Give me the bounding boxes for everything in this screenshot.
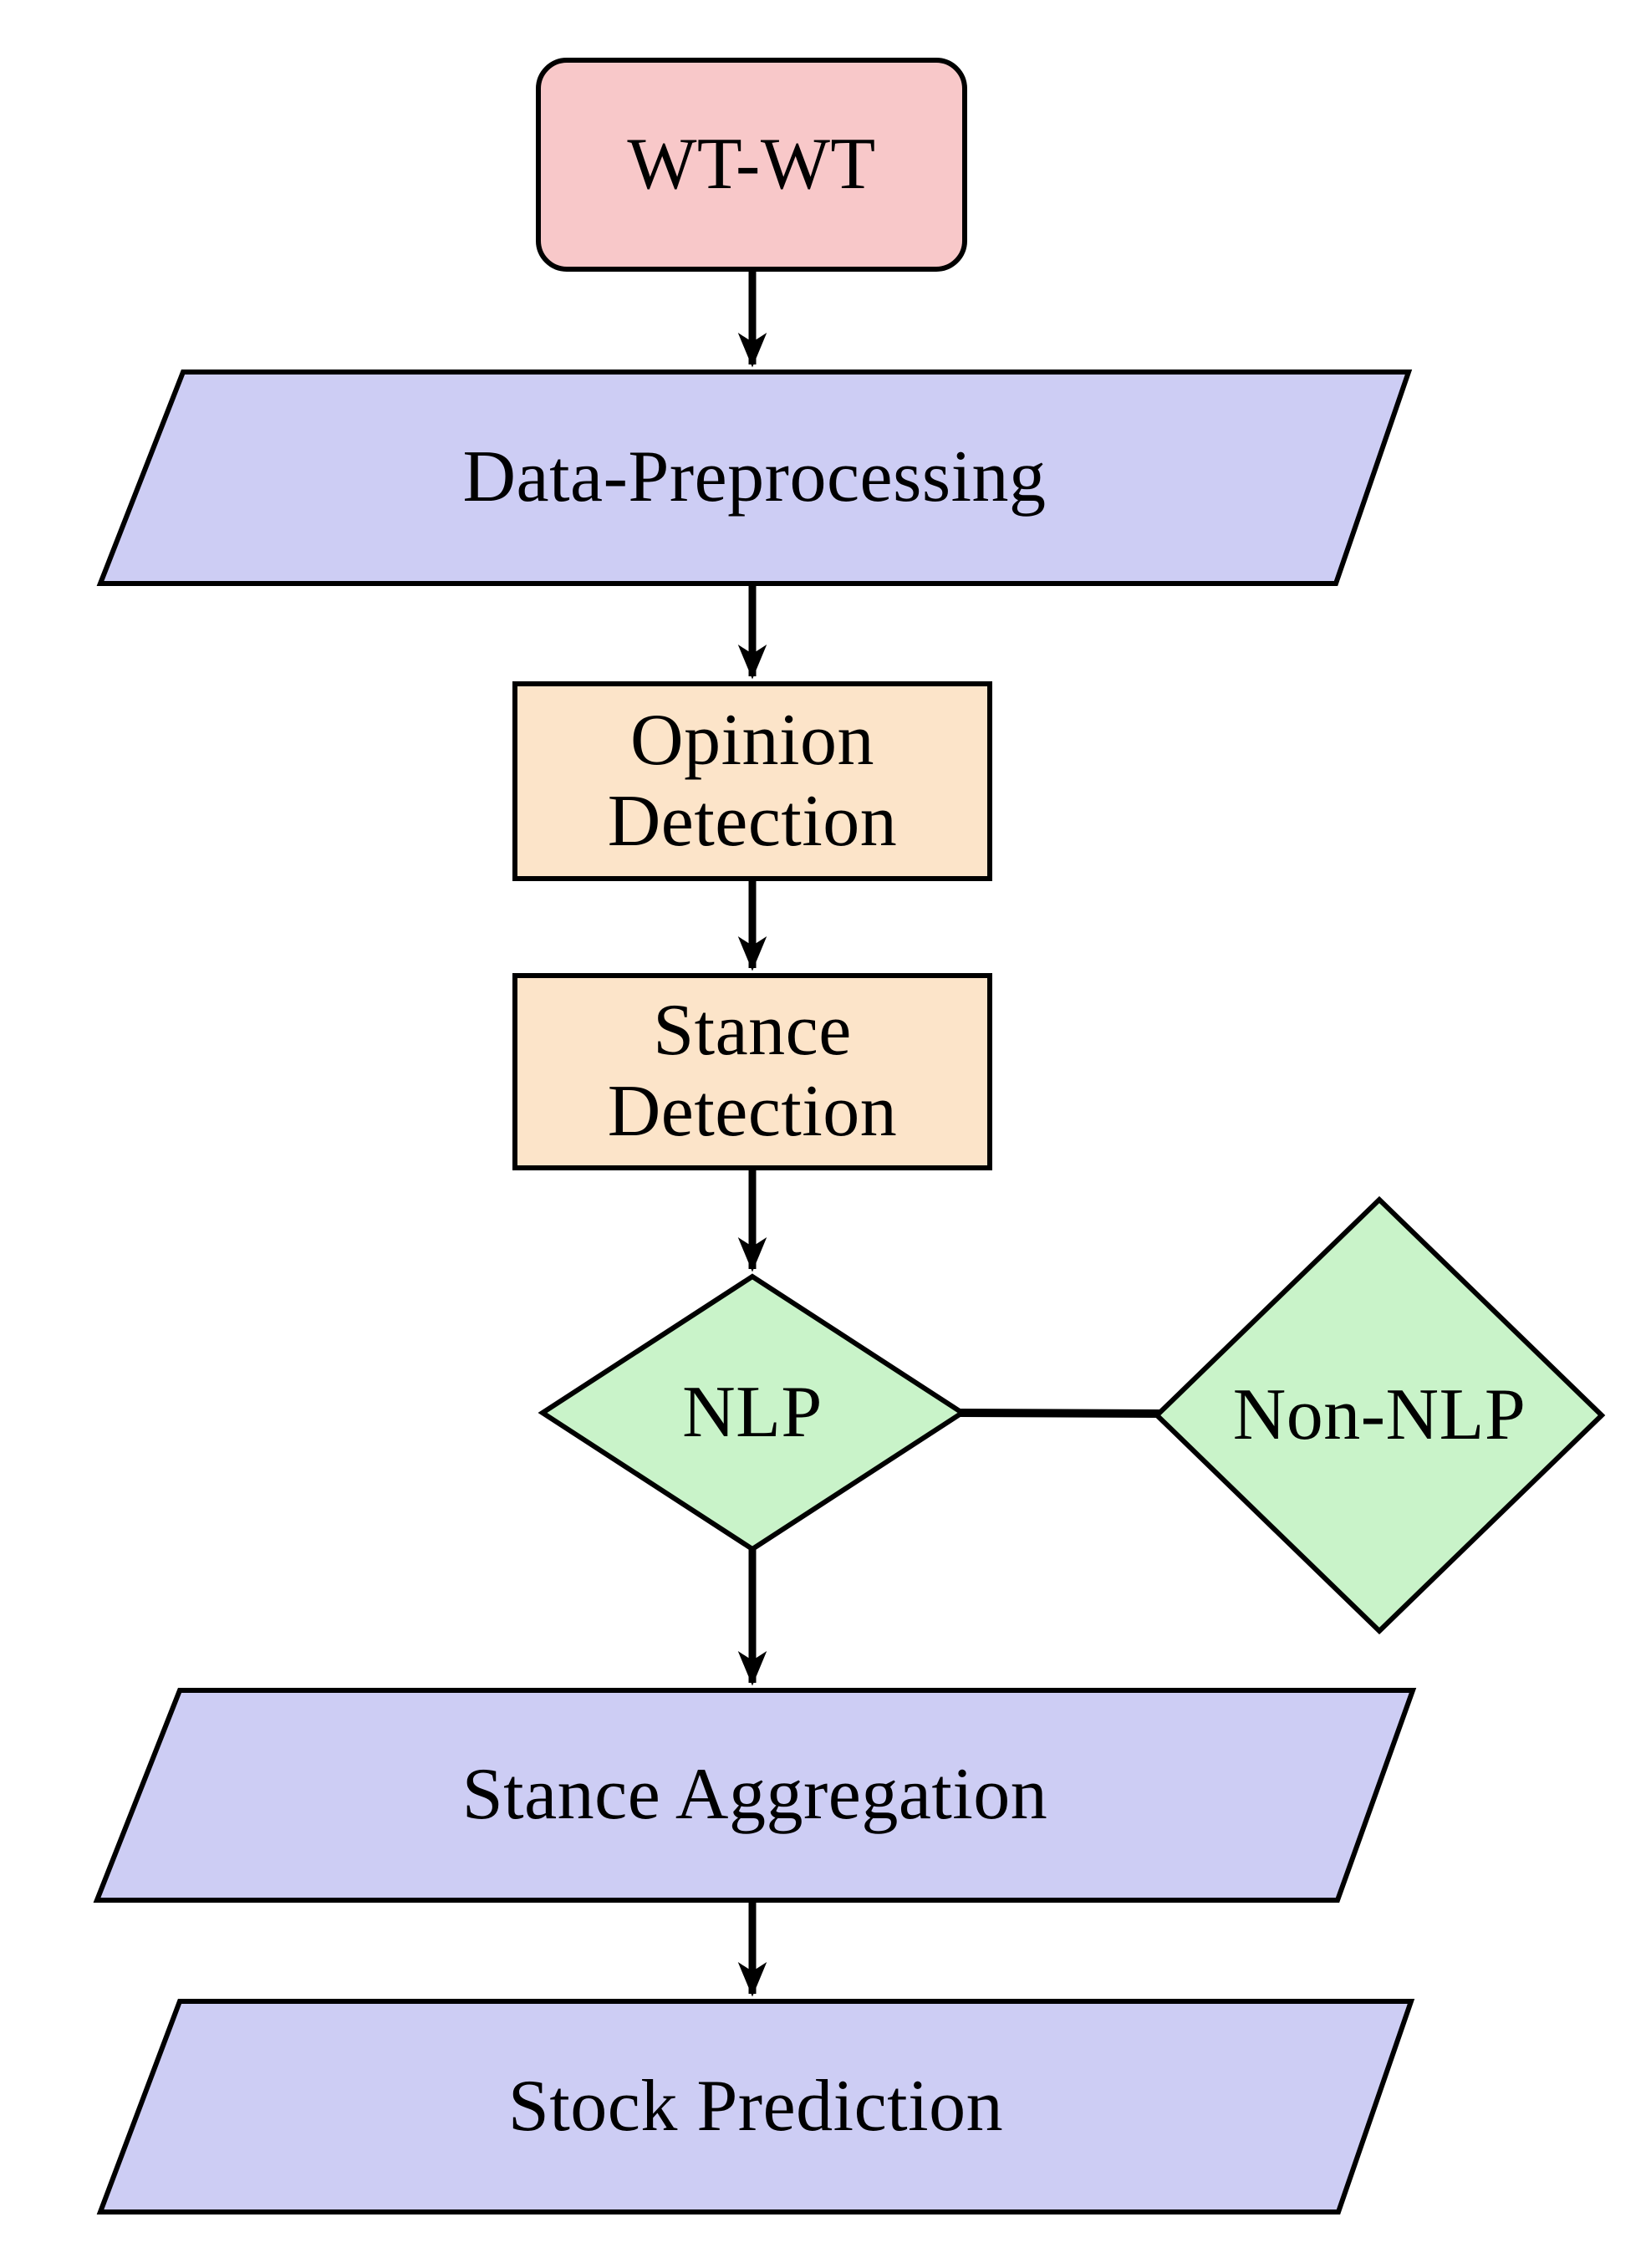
nlp-node-shape xyxy=(538,1273,967,1552)
connector-nlp-to-nonnlp xyxy=(959,1409,1161,1418)
data-preprocessing-node-shape xyxy=(96,370,1413,586)
stance-aggregation-node-shape xyxy=(93,1688,1417,1903)
non-nlp-node-shape xyxy=(1153,1195,1606,1635)
opinion-detection-node-shape xyxy=(512,681,992,881)
stock-prediction-node-shape xyxy=(96,1999,1415,2214)
stance-detection-node-shape xyxy=(512,973,992,1170)
wtwt-node-shape xyxy=(536,58,967,272)
